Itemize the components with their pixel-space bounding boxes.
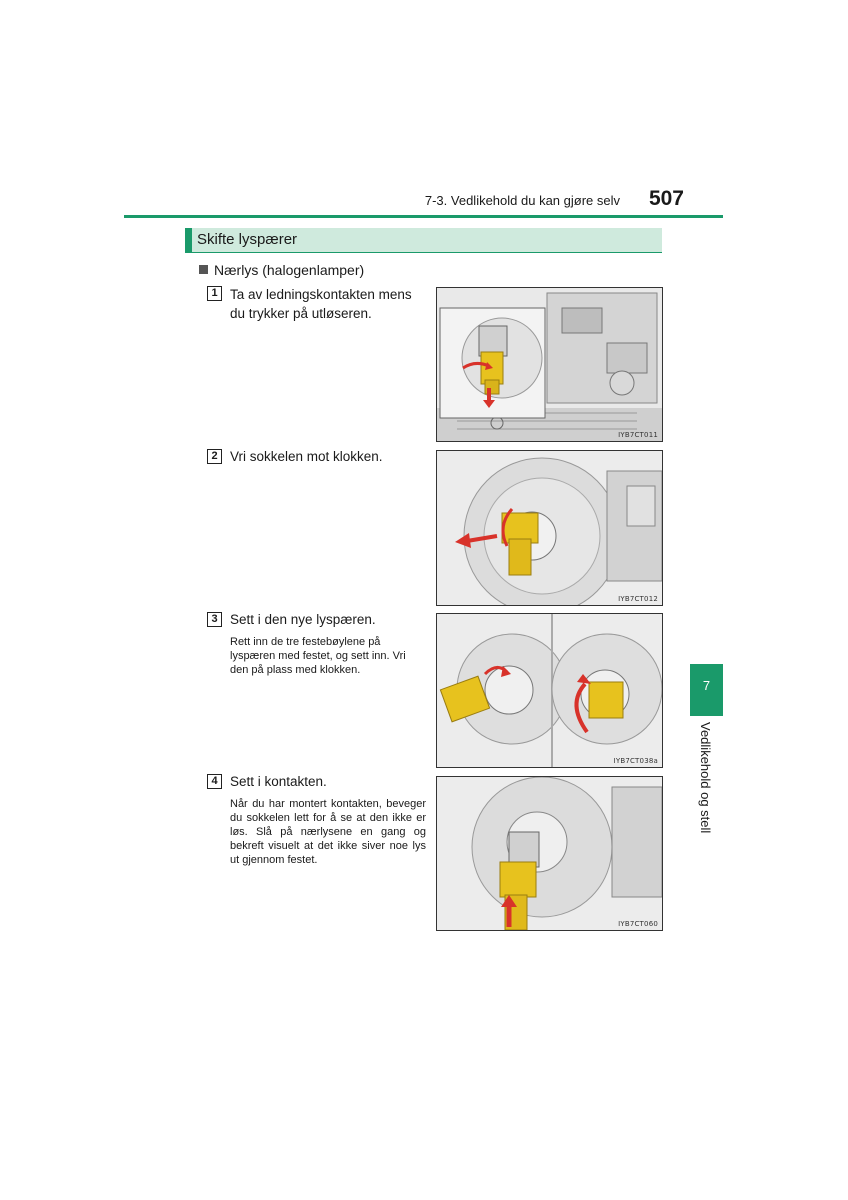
figure-step-1: IYB7CT011: [436, 287, 663, 442]
section-title-accent: [185, 228, 192, 252]
headlamp-socket-illustration: [437, 451, 662, 605]
section-title-bar: Skifte lyspærer: [185, 228, 662, 252]
chapter-number: 7: [702, 678, 711, 693]
chapter-label: Vedlikehold og stell: [698, 722, 713, 834]
step-note-3: Rett inn de tre festebøylene på lyspæren…: [230, 636, 406, 676]
page-number: 507: [648, 187, 684, 210]
step-number-2: 2: [207, 449, 222, 464]
section-title: Skifte lyspærer: [197, 231, 298, 248]
chapter-tab: 7: [690, 664, 723, 716]
step-text-4: Sett i kontakten.: [230, 774, 327, 789]
square-bullet-icon: [199, 265, 208, 274]
connector-install-illustration: [437, 777, 662, 930]
figure-step-2: IYB7CT012: [436, 450, 663, 606]
step-text-3: Sett i den nye lyspæren.: [230, 612, 376, 627]
subheading-text: Nærlys (halogenlamper): [214, 262, 365, 278]
figure-code-2: IYB7CT012: [618, 595, 658, 603]
header-rule: [124, 215, 723, 218]
figure-code-1: IYB7CT011: [618, 431, 658, 439]
step-note-4: Når du har montert kontakten, beveger du…: [230, 798, 426, 866]
engine-bay-illustration: [437, 288, 662, 441]
step-number-4: 4: [207, 774, 222, 789]
figure-step-3: IYB7CT038a: [436, 613, 663, 768]
figure-code-4: IYB7CT060: [618, 920, 658, 928]
step-number-1: 1: [207, 286, 222, 301]
bulb-insert-illustration: [437, 614, 662, 767]
step-text-2: Vri sokkelen mot klokken.: [230, 449, 383, 464]
subheading: Nærlys (halogenlamper): [199, 262, 364, 278]
section-title-underline: [185, 252, 662, 253]
step-number-3: 3: [207, 612, 222, 627]
figure-code-3: IYB7CT038a: [613, 757, 658, 765]
running-header-section: 7-3. Vedlikehold du kan gjøre selv: [424, 193, 620, 208]
step-text-1: Ta av ledningskontakten mens du trykker …: [230, 287, 412, 321]
figure-step-4: IYB7CT060: [436, 776, 663, 931]
